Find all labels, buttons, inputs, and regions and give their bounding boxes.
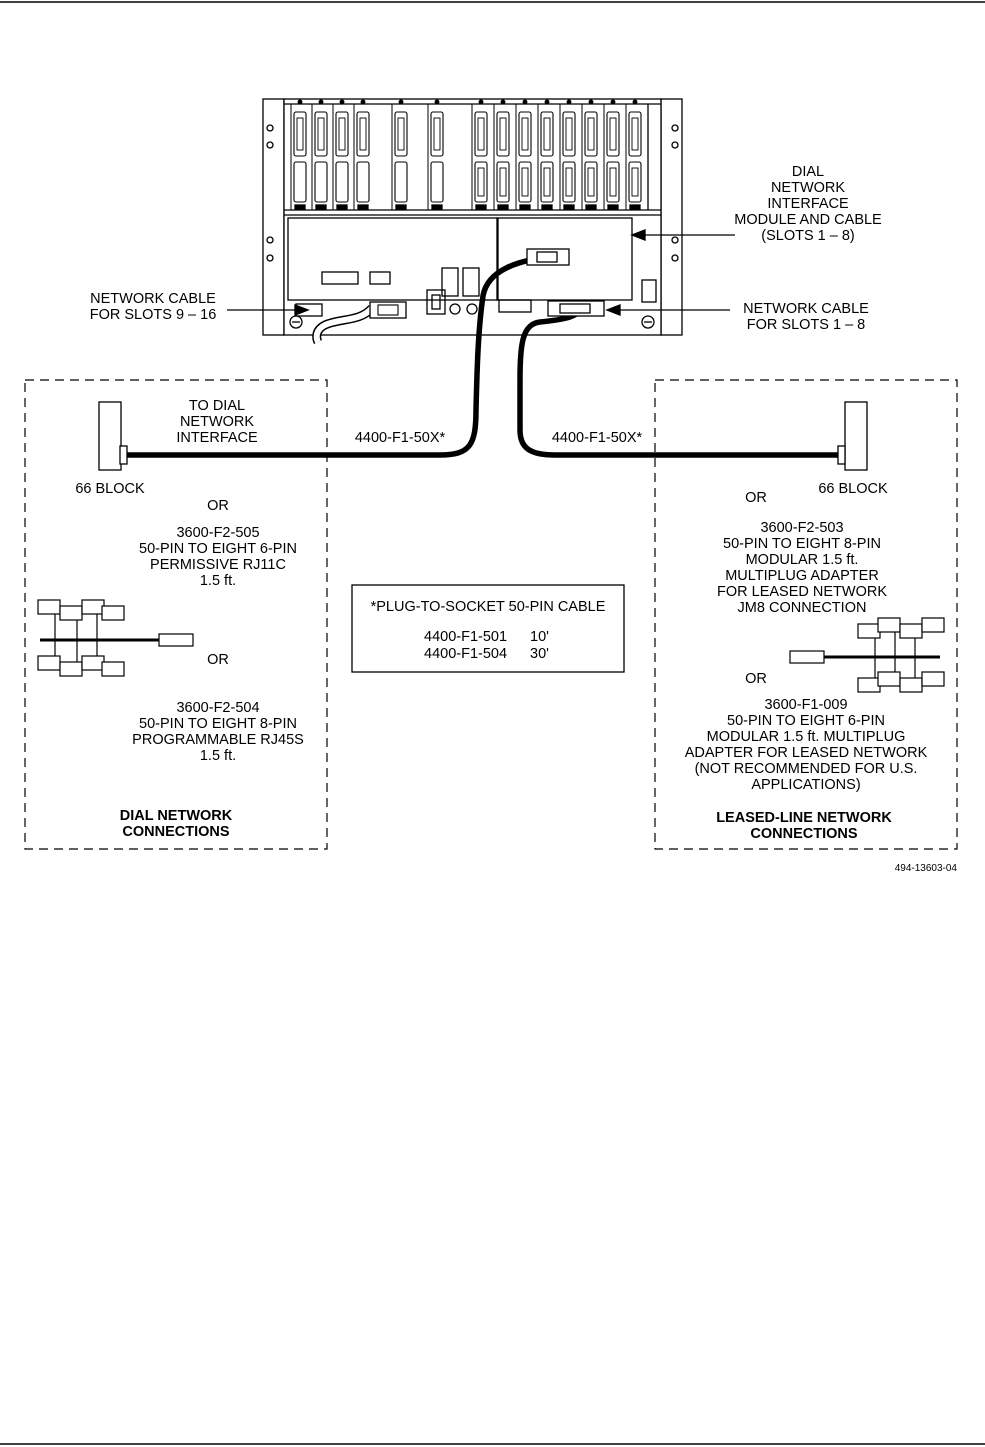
leased-section-text: OR 66 BLOCK 3600-F2-503 50-PIN TO EIGHT … [685, 481, 928, 842]
card-slot [625, 99, 642, 210]
callout-line: INTERFACE [767, 196, 849, 212]
adapter-009-line: 50-PIN TO EIGHT 6-PIN [727, 713, 885, 729]
dial-section-title: CONNECTIONS [122, 824, 229, 840]
card-slot [427, 99, 444, 210]
figure-id: 494-13603-04 [895, 863, 958, 874]
dial-multiplug-adapter [37, 599, 194, 677]
cable-table-part: 4400-F1-501 [424, 629, 507, 645]
screw-right [641, 315, 655, 329]
leased-network-cable [517, 307, 838, 458]
card-slot [559, 99, 576, 210]
adapter-505-line: 50-PIN TO EIGHT 6-PIN [139, 541, 297, 557]
dial-66-block [98, 401, 122, 471]
callout-line: FOR SLOTS 9 – 16 [90, 307, 217, 323]
card-slot [537, 99, 554, 210]
callout-line: FOR SLOTS 1 – 8 [747, 317, 865, 333]
leased-66-block [844, 401, 868, 471]
card-slot [391, 99, 408, 210]
card-slot [515, 99, 532, 210]
card-slot [603, 99, 620, 210]
adapter-009-line: MODULAR 1.5 ft. MULTIPLUG [707, 729, 906, 745]
terminal-block-right [462, 267, 480, 297]
dial-module-callout: DIAL NETWORK INTERFACE MODULE AND CABLE … [734, 164, 882, 244]
card-slots [290, 99, 649, 210]
leased-section-title: LEASED-LINE NETWORK [716, 810, 892, 826]
cable-1-8-callout: NETWORK CABLE FOR SLOTS 1 – 8 [743, 301, 869, 333]
adapter-503-line: JM8 CONNECTION [738, 600, 867, 616]
adapter-504-line: 1.5 ft. [200, 748, 236, 764]
adapter-503-line: 50-PIN TO EIGHT 8-PIN [723, 536, 881, 552]
cable-table-title: *PLUG-TO-SOCKET 50-PIN CABLE [371, 599, 606, 615]
left-mounting-ear [262, 98, 285, 336]
dial-or-1: OR [207, 498, 229, 514]
cable-table-length: 10' [530, 629, 549, 645]
leased-or-2: OR [745, 671, 767, 687]
screw-left [289, 315, 303, 329]
terminal-block-left [441, 267, 459, 297]
dial-network-cable [127, 253, 566, 458]
adapter-503-line: FOR LEASED NETWORK [717, 584, 887, 600]
leased-multiplug-adapter [789, 617, 945, 693]
status-indicator [641, 279, 657, 303]
cable-9-16-callout: NETWORK CABLE FOR SLOTS 9 – 16 [90, 291, 217, 323]
leased-line-section [654, 379, 958, 850]
dial-network-section [24, 379, 328, 850]
card-slot [311, 99, 328, 210]
leased-block-label: 66 BLOCK [818, 481, 888, 497]
rear-panel-left [287, 217, 499, 301]
card-slot [581, 99, 598, 210]
switch-right [466, 303, 478, 315]
dial-section-text: TO DIAL NETWORK INTERFACE 66 BLOCK OR 36… [75, 398, 303, 840]
card-slot [493, 99, 510, 210]
dial-interface-module [496, 217, 633, 301]
dial-or-2: OR [207, 652, 229, 668]
adapter-504-line: 3600-F2-504 [176, 700, 259, 716]
to-dial-line: TO DIAL [189, 398, 245, 414]
adapter-505-line: PERMISSIVE RJ11C [150, 557, 286, 573]
adapter-009-line: (NOT RECOMMENDED FOR U.S. [695, 761, 918, 777]
dial-section-title: DIAL NETWORK [120, 808, 233, 824]
callout-line: DIAL [792, 164, 824, 180]
adapter-009-line: 3600-F1-009 [764, 697, 847, 713]
leased-section-title: CONNECTIONS [750, 826, 857, 842]
cable-table-box [351, 584, 625, 673]
right-mounting-ear [660, 98, 683, 336]
cable-left-label: 4400-F1-50X* [355, 430, 446, 446]
card-slot [471, 99, 488, 210]
cable-right-label: 4400-F1-50X* [552, 430, 643, 446]
adapter-009-line: APPLICATIONS) [751, 777, 860, 793]
connector-center [498, 299, 532, 313]
adapter-505-line: 1.5 ft. [200, 573, 236, 589]
adapter-009-line: ADAPTER FOR LEASED NETWORK [685, 745, 928, 761]
cable-table-part: 4400-F1-504 [424, 646, 507, 662]
cable-table: *PLUG-TO-SOCKET 50-PIN CABLE 4400-F1-501… [371, 599, 606, 662]
panel-slot-b [369, 271, 391, 285]
switch-left [449, 303, 461, 315]
slot-9-16-cable [312, 301, 407, 345]
callout-line: NETWORK [771, 180, 845, 196]
adapter-503-line: MODULAR 1.5 ft. [746, 552, 859, 568]
leased-or-1: OR [745, 490, 767, 506]
dial-block-label: 66 BLOCK [75, 481, 145, 497]
cable-table-length: 30' [530, 646, 549, 662]
card-slot [332, 99, 349, 210]
adapter-504-line: PROGRAMMABLE RJ45S [132, 732, 304, 748]
adapter-505-line: 3600-F2-505 [176, 525, 259, 541]
adapter-503-line: MULTIPLUG ADAPTER [725, 568, 879, 584]
chassis [262, 98, 683, 336]
to-dial-line: INTERFACE [176, 430, 258, 446]
callout-line: MODULE AND CABLE [734, 212, 882, 228]
to-dial-line: NETWORK [180, 414, 254, 430]
callout-line: (SLOTS 1 – 8) [761, 228, 854, 244]
callout-line: NETWORK CABLE [90, 291, 216, 307]
power-inlet [426, 289, 446, 315]
card-slot [353, 99, 370, 210]
adapter-503-line: 3600-F2-503 [760, 520, 843, 536]
adapter-504-line: 50-PIN TO EIGHT 8-PIN [139, 716, 297, 732]
panel-slot-a [321, 271, 359, 285]
card-slot [290, 99, 307, 210]
callout-line: NETWORK CABLE [743, 301, 869, 317]
